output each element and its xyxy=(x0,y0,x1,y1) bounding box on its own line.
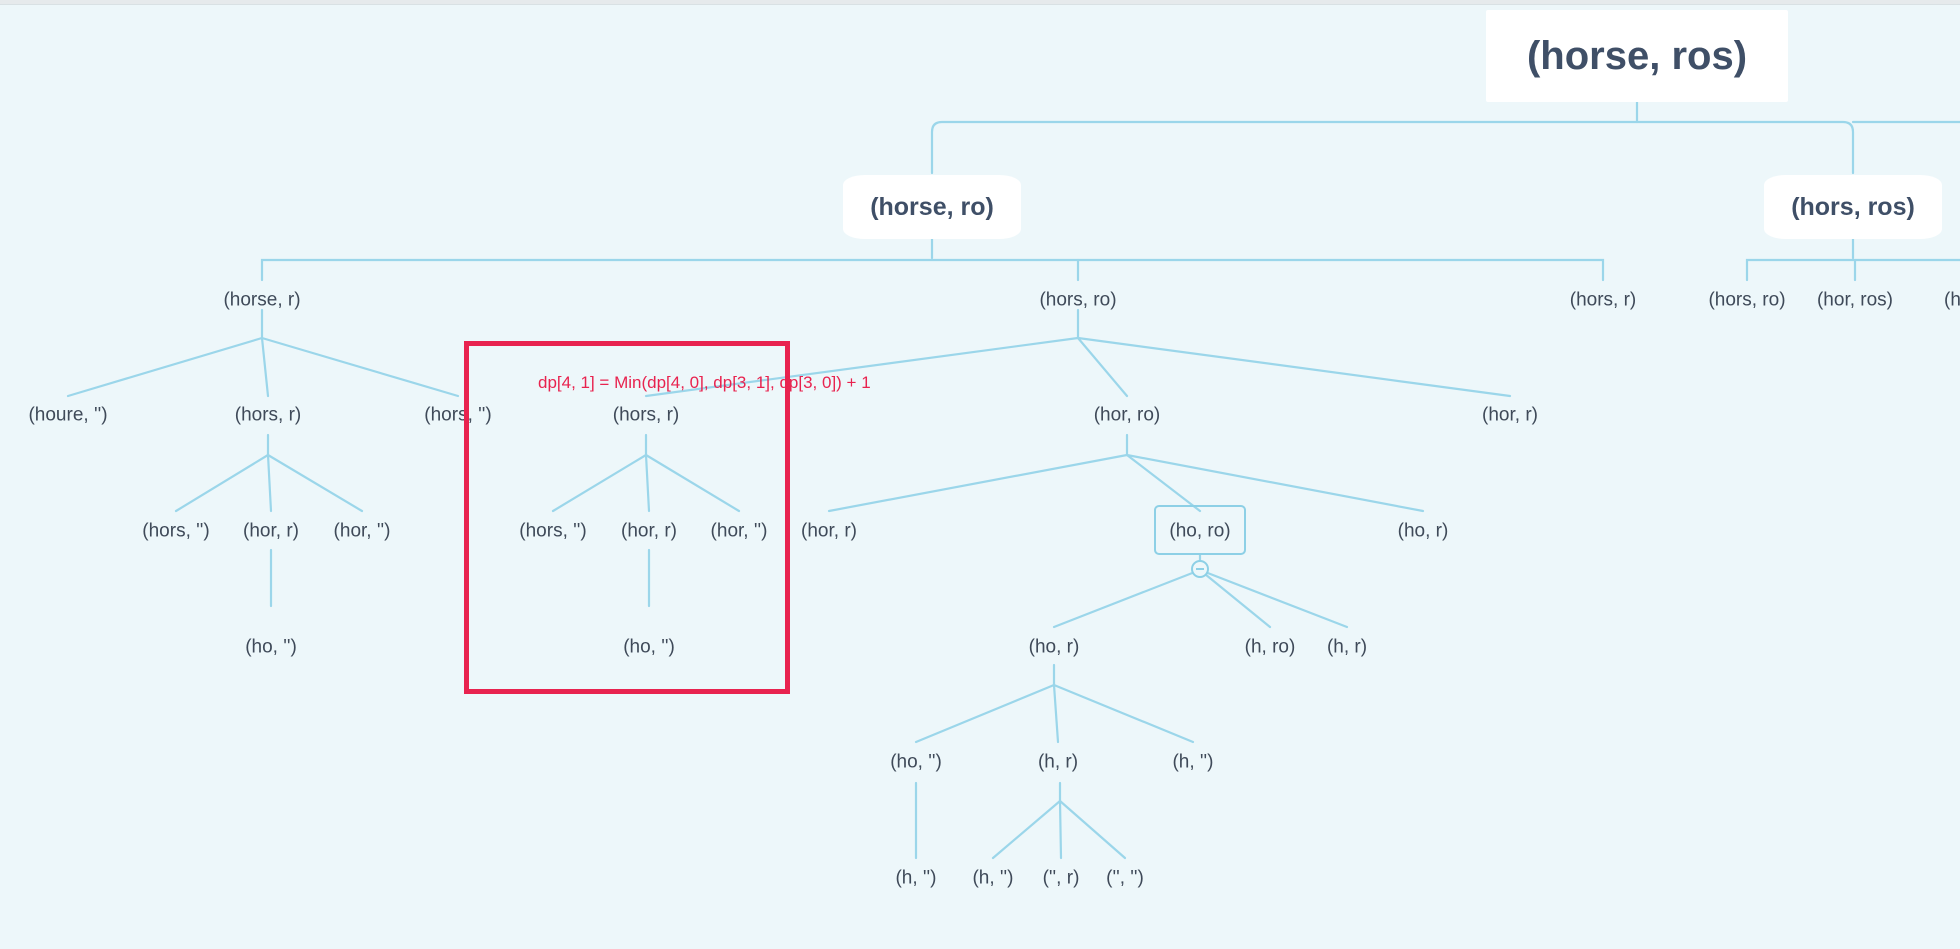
node-boxed-hors-empty[interactable]: (hors, '') xyxy=(519,520,587,542)
node-hor-r-right[interactable]: (hor, r) xyxy=(1482,404,1538,426)
collapse-toggle-icon[interactable] xyxy=(1191,560,1209,578)
node-hors-ros[interactable]: (hors, ros) xyxy=(1764,175,1942,239)
node-ho-r[interactable]: (ho, r) xyxy=(1028,636,1080,658)
node-h-r-l6[interactable]: (h, r) xyxy=(1037,751,1079,773)
node-hors-r-left[interactable]: (hors, r) xyxy=(234,404,302,426)
node-hor-empty-l4[interactable]: (hor, '') xyxy=(333,520,391,542)
node-h-empty-l7[interactable]: (h, '') xyxy=(972,867,1014,889)
node-ho-empty-left[interactable]: (ho, '') xyxy=(245,636,297,658)
node-h-empty-under-ho[interactable]: (h, '') xyxy=(895,867,937,889)
node-boxed-ho-empty[interactable]: (ho, '') xyxy=(623,636,675,658)
node-horse-r[interactable]: (horse, r) xyxy=(223,289,301,311)
node-boxed-hor-empty[interactable]: (hor, '') xyxy=(710,520,768,542)
node-hors-ro[interactable]: (hors, ro) xyxy=(1039,289,1117,311)
root-node[interactable]: (horse, ros) xyxy=(1486,10,1788,102)
node-hor-clipped[interactable]: (hor xyxy=(1944,289,1960,311)
node-hor-r-l4[interactable]: (hor, r) xyxy=(243,520,299,542)
node-hors-r-boxed[interactable]: (hors, r) xyxy=(612,404,680,426)
node-hors-r-top[interactable]: (hors, r) xyxy=(1569,289,1637,311)
node-h-empty-l6[interactable]: (h, '') xyxy=(1172,751,1214,773)
node-h-ro[interactable]: (h, ro) xyxy=(1244,636,1296,658)
node-boxed-hor-r[interactable]: (hor, r) xyxy=(621,520,677,542)
node-hors-empty-l4[interactable]: (hors, '') xyxy=(142,520,210,542)
selected-node-outline xyxy=(1154,505,1246,555)
node-hor-ro[interactable]: (hor, ro) xyxy=(1093,404,1161,426)
node-ho-ro[interactable]: (ho, ro) xyxy=(1169,520,1231,542)
node-ho-r-right[interactable]: (ho, r) xyxy=(1397,520,1449,542)
node-h-r[interactable]: (h, r) xyxy=(1326,636,1368,658)
node-hors-empty[interactable]: (hors, '') xyxy=(424,404,492,426)
dp-annotation-text: dp[4, 1] = Min(dp[4, 0], dp[3, 1], dp[3,… xyxy=(538,373,871,392)
node-ho-empty[interactable]: (ho, '') xyxy=(890,751,942,773)
window-top-border xyxy=(0,0,1960,5)
node-empty-r[interactable]: ('', r) xyxy=(1042,867,1080,889)
node-horse-ro[interactable]: (horse, ro) xyxy=(843,175,1021,239)
node-hor-r-mid[interactable]: (hor, r) xyxy=(801,520,857,542)
node-empty-empty[interactable]: ('', '') xyxy=(1106,867,1144,889)
node-hor-ros[interactable]: (hor, ros) xyxy=(1816,289,1894,311)
highlight-box xyxy=(464,341,790,694)
node-houre-empty[interactable]: (houre, '') xyxy=(28,404,108,426)
node-hors-ro-right[interactable]: (hors, ro) xyxy=(1708,289,1786,311)
